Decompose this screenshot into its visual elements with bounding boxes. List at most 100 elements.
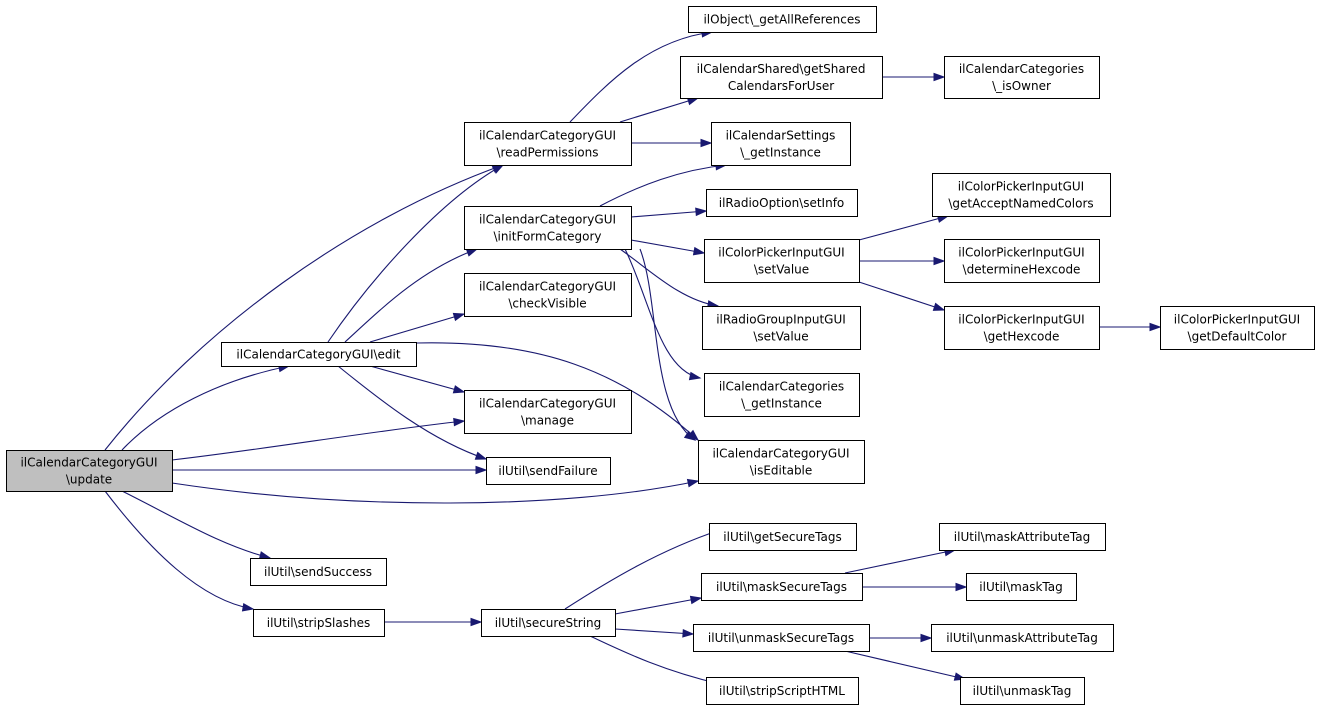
node-sendSuccess[interactable]: ilUtil\sendSuccess xyxy=(250,558,387,586)
node-box xyxy=(221,342,417,367)
node-unmaskTag[interactable]: ilUtil\unmaskTag xyxy=(960,677,1085,705)
edge-line xyxy=(369,365,465,393)
arrowhead xyxy=(700,138,713,148)
node-label: \setValue xyxy=(754,263,809,277)
node-label: \checkVisible xyxy=(508,297,586,311)
node-stripSlashes[interactable]: ilUtil\stripSlashes xyxy=(253,609,385,637)
edge-edit-to-initFormCategory xyxy=(344,248,479,343)
node-label: ilUtil\maskSecureTags xyxy=(716,580,847,594)
node-box xyxy=(704,239,860,283)
arrowhead xyxy=(920,633,933,643)
arrowhead xyxy=(453,417,466,427)
node-getAcceptNamedColors[interactable]: ilColorPickerInputGUI\getAcceptNamedColo… xyxy=(932,173,1111,217)
node-box xyxy=(702,306,861,350)
node-isEditable[interactable]: ilCalendarCategoryGUI\isEditable xyxy=(698,440,865,484)
edge-update-to-sendSuccess xyxy=(121,490,272,560)
edge-line xyxy=(624,248,701,379)
node-label: ilColorPickerInputGUI xyxy=(958,246,1084,260)
node-update[interactable]: ilCalendarCategoryGUI\update xyxy=(6,450,173,492)
edge-edit-to-readPermissions xyxy=(327,164,505,343)
edge-line xyxy=(619,97,699,123)
node-unmaskAttributeTag[interactable]: ilUtil\unmaskAttributeTag xyxy=(931,624,1114,652)
edge-line xyxy=(599,164,727,207)
node-label: \isEditable xyxy=(750,464,813,478)
node-label: ilCalendarCategories xyxy=(719,380,844,394)
node-box xyxy=(932,173,1111,217)
node-setInfo[interactable]: ilRadioOption\setInfo xyxy=(706,189,858,217)
arrowhead xyxy=(686,478,700,488)
node-box xyxy=(939,523,1106,551)
node-box xyxy=(709,523,857,551)
node-label: ilUtil\maskAttributeTag xyxy=(954,530,1090,544)
edge-update-to-isEditable xyxy=(171,478,700,504)
edge-initFormCategory-to-colorSetValue xyxy=(630,239,706,256)
node-label: \readPermissions xyxy=(496,146,598,160)
node-unmaskSecureTags[interactable]: ilUtil\unmaskSecureTags xyxy=(693,624,870,652)
node-box xyxy=(253,609,385,637)
node-stripScriptHTML[interactable]: ilUtil\stripScriptHTML xyxy=(706,677,859,705)
node-box xyxy=(464,273,632,317)
node-box xyxy=(706,677,859,705)
node-getSharedCalendars[interactable]: ilCalendarShared\getSharedCalendarsForUs… xyxy=(680,56,883,99)
node-catGetInstance[interactable]: ilCalendarCategories\_getInstance xyxy=(704,373,860,417)
node-label: ilUtil\stripSlashes xyxy=(267,616,371,630)
node-label: ilCalendarCategoryGUI xyxy=(479,280,616,294)
node-box xyxy=(688,6,877,33)
node-getAllReferences[interactable]: ilObject\_getAllReferences xyxy=(688,6,877,33)
arrowhead xyxy=(688,371,702,381)
edge-line xyxy=(171,420,465,461)
node-label: CalendarsForUser xyxy=(728,79,834,93)
edge-line xyxy=(614,628,694,635)
arrowhead xyxy=(452,385,466,394)
edge-line xyxy=(564,529,721,610)
node-checkVisible[interactable]: ilCalendarCategoryGUI \checkVisible xyxy=(464,273,632,317)
edge-colorSetValue-to-getHexcode xyxy=(858,281,946,311)
node-secureString[interactable]: ilUtil\secureString xyxy=(481,609,616,637)
node-box xyxy=(693,624,870,652)
node-box xyxy=(960,677,1085,705)
arrowhead xyxy=(470,617,483,627)
arrowhead xyxy=(1149,322,1162,332)
node-initFormCategory[interactable]: ilCalendarCategoryGUI\initFormCategory xyxy=(464,206,632,250)
node-sendFailure[interactable]: ilUtil\sendFailure xyxy=(486,457,611,485)
node-box xyxy=(706,189,858,217)
node-settingsGetInstance[interactable]: ilCalendarSettings\_getInstance xyxy=(711,122,851,166)
edge-update-to-readPermissions xyxy=(104,164,505,451)
node-box xyxy=(966,573,1077,601)
node-label: ilUtil\maskTag xyxy=(979,580,1062,594)
node-isOwner[interactable]: ilCalendarCategories\_isOwner xyxy=(944,56,1100,99)
edge-readPermissions-to-settingsGetInstance xyxy=(631,138,713,148)
node-label: ilUtil\stripScriptHTML xyxy=(719,684,845,698)
edge-line xyxy=(415,342,699,441)
node-box xyxy=(464,206,632,250)
node-edit[interactable]: ilCalendarCategoryGUI\edit xyxy=(221,342,417,367)
node-box xyxy=(698,440,865,484)
node-label: ilUtil\sendSuccess xyxy=(264,565,372,579)
node-getDefaultColor[interactable]: ilColorPickerInputGUI\getDefaultColor xyxy=(1160,306,1315,350)
node-maskSecureTags[interactable]: ilUtil\maskSecureTags xyxy=(701,573,863,601)
node-label: \_isOwner xyxy=(992,79,1051,93)
node-maskTag[interactable]: ilUtil\maskTag xyxy=(966,573,1077,601)
node-radioSetValue[interactable]: ilRadioGroupInputGUI\setValue xyxy=(702,306,861,350)
edge-line xyxy=(104,490,254,610)
node-manage[interactable]: ilCalendarCategoryGUI\manage xyxy=(464,390,632,434)
edge-line xyxy=(630,239,705,254)
node-determineHexcode[interactable]: ilColorPickerInputGUI\determineHexcode xyxy=(944,239,1100,283)
node-label: ilObject\_getAllReferences xyxy=(703,13,860,27)
node-colorSetValue[interactable]: ilColorPickerInputGUI\setValue xyxy=(704,239,860,283)
edge-line xyxy=(858,281,945,311)
node-readPermissions[interactable]: ilCalendarCategoryGUI\readPermissions xyxy=(464,122,632,166)
arrowhead xyxy=(932,302,946,311)
arrowhead xyxy=(475,465,488,475)
node-box xyxy=(250,558,387,586)
node-getHexcode[interactable]: ilColorPickerInputGUI\getHexcode xyxy=(944,306,1100,350)
node-box xyxy=(944,306,1100,350)
node-label: ilColorPickerInputGUI xyxy=(958,313,1084,327)
edge-edit-to-checkVisible xyxy=(369,312,466,343)
node-getSecureTags[interactable]: ilUtil\getSecureTags xyxy=(709,523,857,551)
node-label: ilRadioGroupInputGUI xyxy=(716,313,846,327)
arrowhead xyxy=(933,256,946,266)
edge-maskSecureTags-to-maskTag xyxy=(862,582,968,592)
node-maskAttributeTag[interactable]: ilUtil\maskAttributeTag xyxy=(939,523,1106,551)
edge-line xyxy=(614,597,702,615)
